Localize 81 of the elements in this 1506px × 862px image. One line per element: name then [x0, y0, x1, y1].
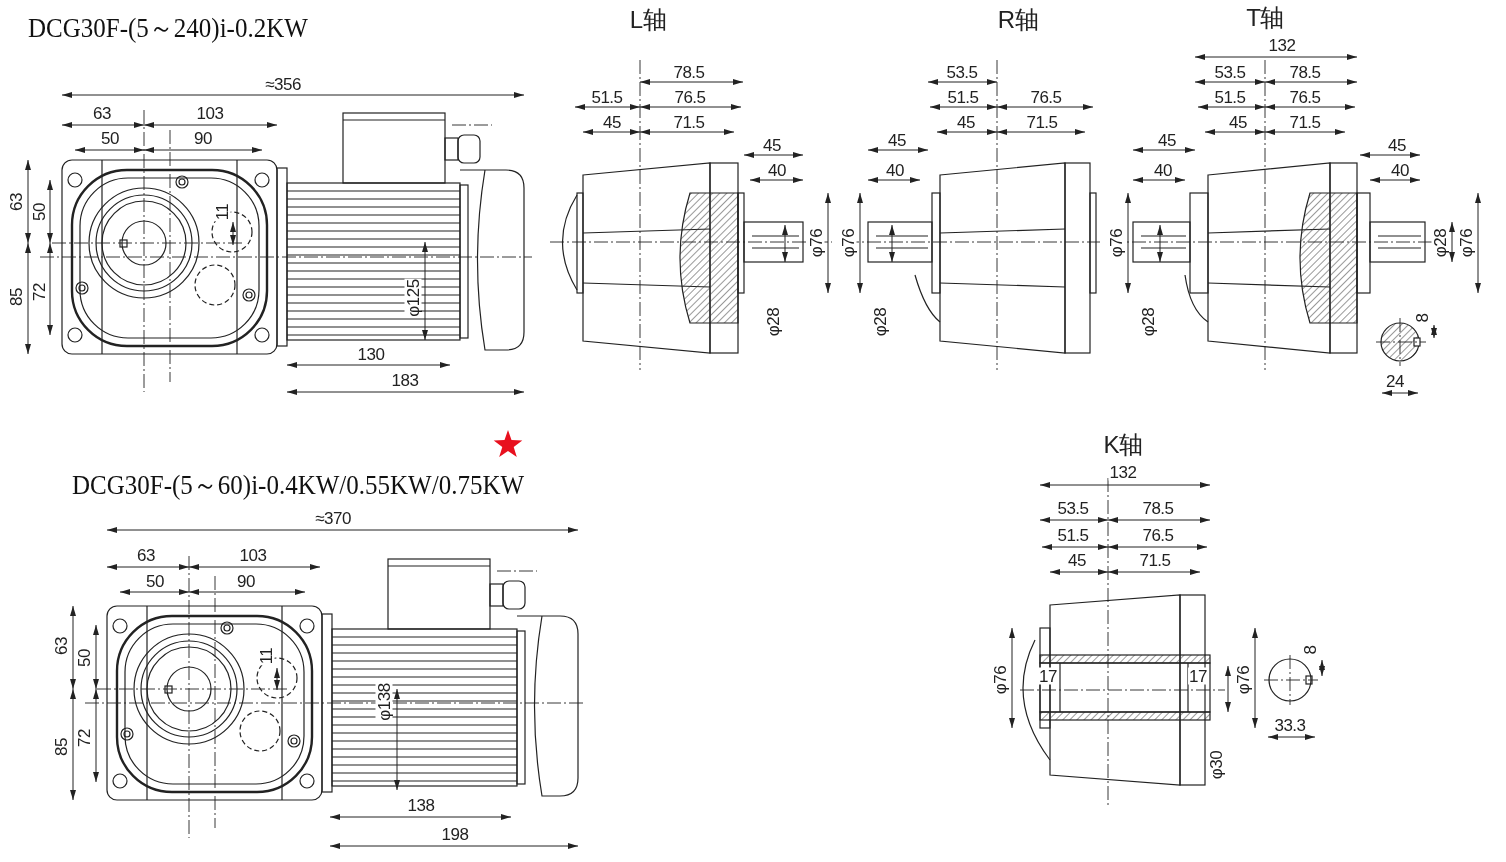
- dimension-label: φ76: [1234, 664, 1252, 696]
- dimension-label: 85: [52, 737, 70, 757]
- dimension-label: φ30: [1207, 749, 1225, 781]
- dimension-label: 76.5: [1029, 88, 1063, 106]
- dimension-label: 71.5: [1288, 113, 1322, 131]
- dimension-label: φ76: [1457, 227, 1475, 259]
- dimension-label: φ76: [1107, 227, 1125, 259]
- dimension-label: φ28: [1431, 227, 1449, 259]
- dimension-label: 24: [1385, 372, 1405, 390]
- model-heading: DCG30F-(5～60)i-0.4KW/0.55KW/0.75KW: [72, 471, 525, 500]
- dimension-label: 63: [52, 636, 70, 656]
- dimension-label: 50: [75, 648, 93, 668]
- dimension-label: 53.5: [1056, 499, 1090, 517]
- dimension-label: 71.5: [1138, 551, 1172, 569]
- view-title: K轴: [1102, 433, 1144, 457]
- dimension-label: φ76: [991, 664, 1009, 696]
- dimension-label: 103: [238, 546, 268, 564]
- dimension-label: 132: [1267, 36, 1297, 54]
- dimension-label: 63: [92, 104, 112, 122]
- dimension-label: 76.5: [673, 88, 707, 106]
- dimension-label: φ28: [764, 306, 782, 338]
- dimension-label: 45: [956, 113, 976, 131]
- dimension-label: 53.5: [1213, 63, 1247, 81]
- dimension-label: 85: [7, 287, 25, 307]
- dimension-label: 198: [440, 825, 470, 843]
- dimension-label: φ138: [375, 682, 393, 722]
- dimension-label: 130: [356, 345, 386, 363]
- view-title: T轴: [1245, 6, 1285, 30]
- dimension-label: 45: [1067, 551, 1087, 569]
- dimension-label: 72: [75, 728, 93, 748]
- dimension-label: ≈370: [314, 509, 352, 527]
- dimension-label: 183: [390, 371, 420, 389]
- dimension-label: 45: [762, 136, 782, 154]
- dimension-label: 51.5: [1213, 88, 1247, 106]
- dimension-label: 71.5: [1025, 113, 1059, 131]
- dimension-label: 40: [1153, 161, 1173, 179]
- dimension-label: 51.5: [590, 88, 624, 106]
- dimension-label: 132: [1108, 463, 1138, 481]
- dimension-label: φ76: [839, 227, 857, 259]
- dimension-label: φ28: [1139, 306, 1157, 338]
- dimension-label: 78.5: [1141, 499, 1175, 517]
- dimension-label: 71.5: [672, 113, 706, 131]
- dimension-label: φ76: [807, 227, 825, 259]
- dimension-label: 40: [767, 161, 787, 179]
- dimension-label: 76.5: [1288, 88, 1322, 106]
- dimension-label: 72: [30, 282, 48, 302]
- model-heading: DCG30F-(5～240)i-0.2KW: [28, 14, 308, 43]
- dimension-label: 33.3: [1273, 716, 1307, 734]
- dimension-label: 51.5: [946, 88, 980, 106]
- dimension-label: 40: [1390, 161, 1410, 179]
- dimension-label: 78.5: [672, 63, 706, 81]
- dimension-label: 78.5: [1288, 63, 1322, 81]
- dimension-label: 17: [1038, 667, 1058, 685]
- dimension-label: 50: [145, 572, 165, 590]
- dimension-label: 11: [257, 646, 275, 666]
- dimension-label: 90: [236, 572, 256, 590]
- dimension-label: 90: [193, 129, 213, 147]
- dimension-label: 50: [30, 202, 48, 222]
- dimension-label: 103: [195, 104, 225, 122]
- dimension-label: 45: [887, 131, 907, 149]
- dimension-label: 45: [1157, 131, 1177, 149]
- dimension-label: 17: [1188, 667, 1208, 685]
- dimension-label: 63: [136, 546, 156, 564]
- dimension-label: 11: [213, 202, 231, 222]
- dimension-label: 45: [1228, 113, 1248, 131]
- dimension-label: 45: [1387, 136, 1407, 154]
- dimension-label: ≈356: [264, 75, 302, 93]
- dimension-label: 138: [406, 796, 436, 814]
- dimension-label: 53.5: [945, 63, 979, 81]
- dimension-label: 51.5: [1056, 526, 1090, 544]
- dimension-label: 63: [7, 192, 25, 212]
- dimension-label: 8: [1413, 312, 1431, 324]
- dimension-label: 40: [885, 161, 905, 179]
- dimension-label: 76.5: [1141, 526, 1175, 544]
- dimension-label: 8: [1301, 644, 1319, 656]
- dimension-label: φ125: [404, 278, 422, 318]
- view-title: R轴: [996, 8, 1040, 32]
- view-title: L轴: [628, 8, 668, 32]
- dimension-label: φ28: [871, 306, 889, 338]
- dimension-label: 50: [100, 129, 120, 147]
- dimension-label: 45: [602, 113, 622, 131]
